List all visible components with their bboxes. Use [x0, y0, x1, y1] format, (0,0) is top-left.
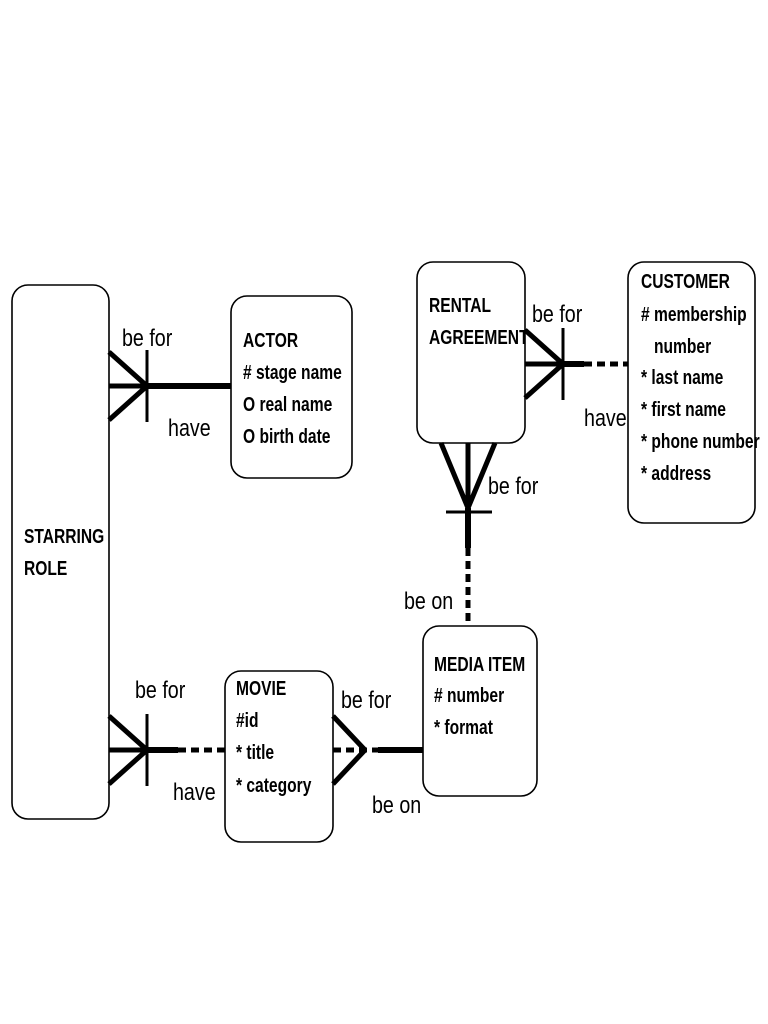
relationship-movie-media: be for be on: [331, 686, 423, 818]
entity-attribute: # membership: [641, 303, 747, 325]
entity-movie[interactable]: MOVIE #id * title * category: [224, 670, 334, 843]
entity-title: MOVIE: [236, 677, 286, 699]
entity-customer[interactable]: CUSTOMER # membership number * last name…: [627, 261, 760, 524]
entity-attribute: * last name: [641, 366, 723, 388]
relationship-rental-media: be for be on: [404, 442, 538, 626]
entity-starring-role[interactable]: STARRING ROLE: [11, 284, 110, 820]
entity-attribute: * category: [236, 774, 311, 796]
entity-box: [230, 295, 353, 479]
relationship-label: be on: [372, 791, 421, 818]
relationship-label: be for: [488, 472, 538, 499]
entity-actor[interactable]: ACTOR # stage name O real name O birth d…: [230, 295, 353, 479]
entity-title: ACTOR: [243, 329, 298, 351]
entity-title: MEDIA ITEM: [434, 653, 525, 675]
relationship-role-movie: be for have: [107, 676, 225, 805]
entity-box: [11, 284, 110, 820]
entity-rental-agreement[interactable]: RENTAL AGREEMENT: [416, 261, 529, 444]
relationship-label: be on: [404, 587, 453, 614]
entity-title: AGREEMENT: [429, 326, 529, 348]
entity-title: CUSTOMER: [641, 270, 730, 292]
relationship-label: be for: [532, 300, 582, 327]
entity-box: [422, 625, 538, 797]
entity-title: ROLE: [24, 557, 67, 579]
entity-attribute: #id: [236, 709, 259, 731]
crows-foot-many: [331, 714, 367, 786]
relationship-label: be for: [341, 686, 391, 713]
entity-attribute: * title: [236, 741, 274, 763]
entity-attribute: O real name: [243, 393, 332, 415]
entity-attribute: O birth date: [243, 425, 330, 447]
entity-attribute: number: [641, 335, 711, 357]
entity-attribute: * phone number: [641, 430, 760, 452]
entity-box: [416, 261, 526, 444]
entity-attribute: * address: [641, 462, 711, 484]
entity-title: STARRING: [24, 525, 104, 547]
crows-foot-many: [438, 442, 498, 509]
entity-attribute: # stage name: [243, 361, 342, 383]
entity-box: [627, 261, 756, 524]
relationship-label: have: [173, 778, 216, 805]
entity-attribute: * format: [434, 716, 493, 738]
crows-foot-many: [107, 714, 149, 786]
entity-title: RENTAL: [429, 294, 491, 316]
relationship-label: be for: [135, 676, 185, 703]
entity-attribute: # number: [434, 684, 504, 706]
relationship-label: have: [168, 414, 211, 441]
entity-media-item[interactable]: MEDIA ITEM # number * format: [422, 625, 538, 797]
relationship-label: have: [584, 404, 627, 431]
crows-foot-many: [107, 350, 149, 422]
entity-box: [224, 670, 334, 843]
relationship-rental-customer: be for have: [523, 300, 628, 431]
entity-attribute: * first name: [641, 398, 726, 420]
crows-foot-many: [523, 328, 565, 400]
relationship-role-actor: be for have: [107, 324, 231, 441]
relationship-label: be for: [122, 324, 172, 351]
